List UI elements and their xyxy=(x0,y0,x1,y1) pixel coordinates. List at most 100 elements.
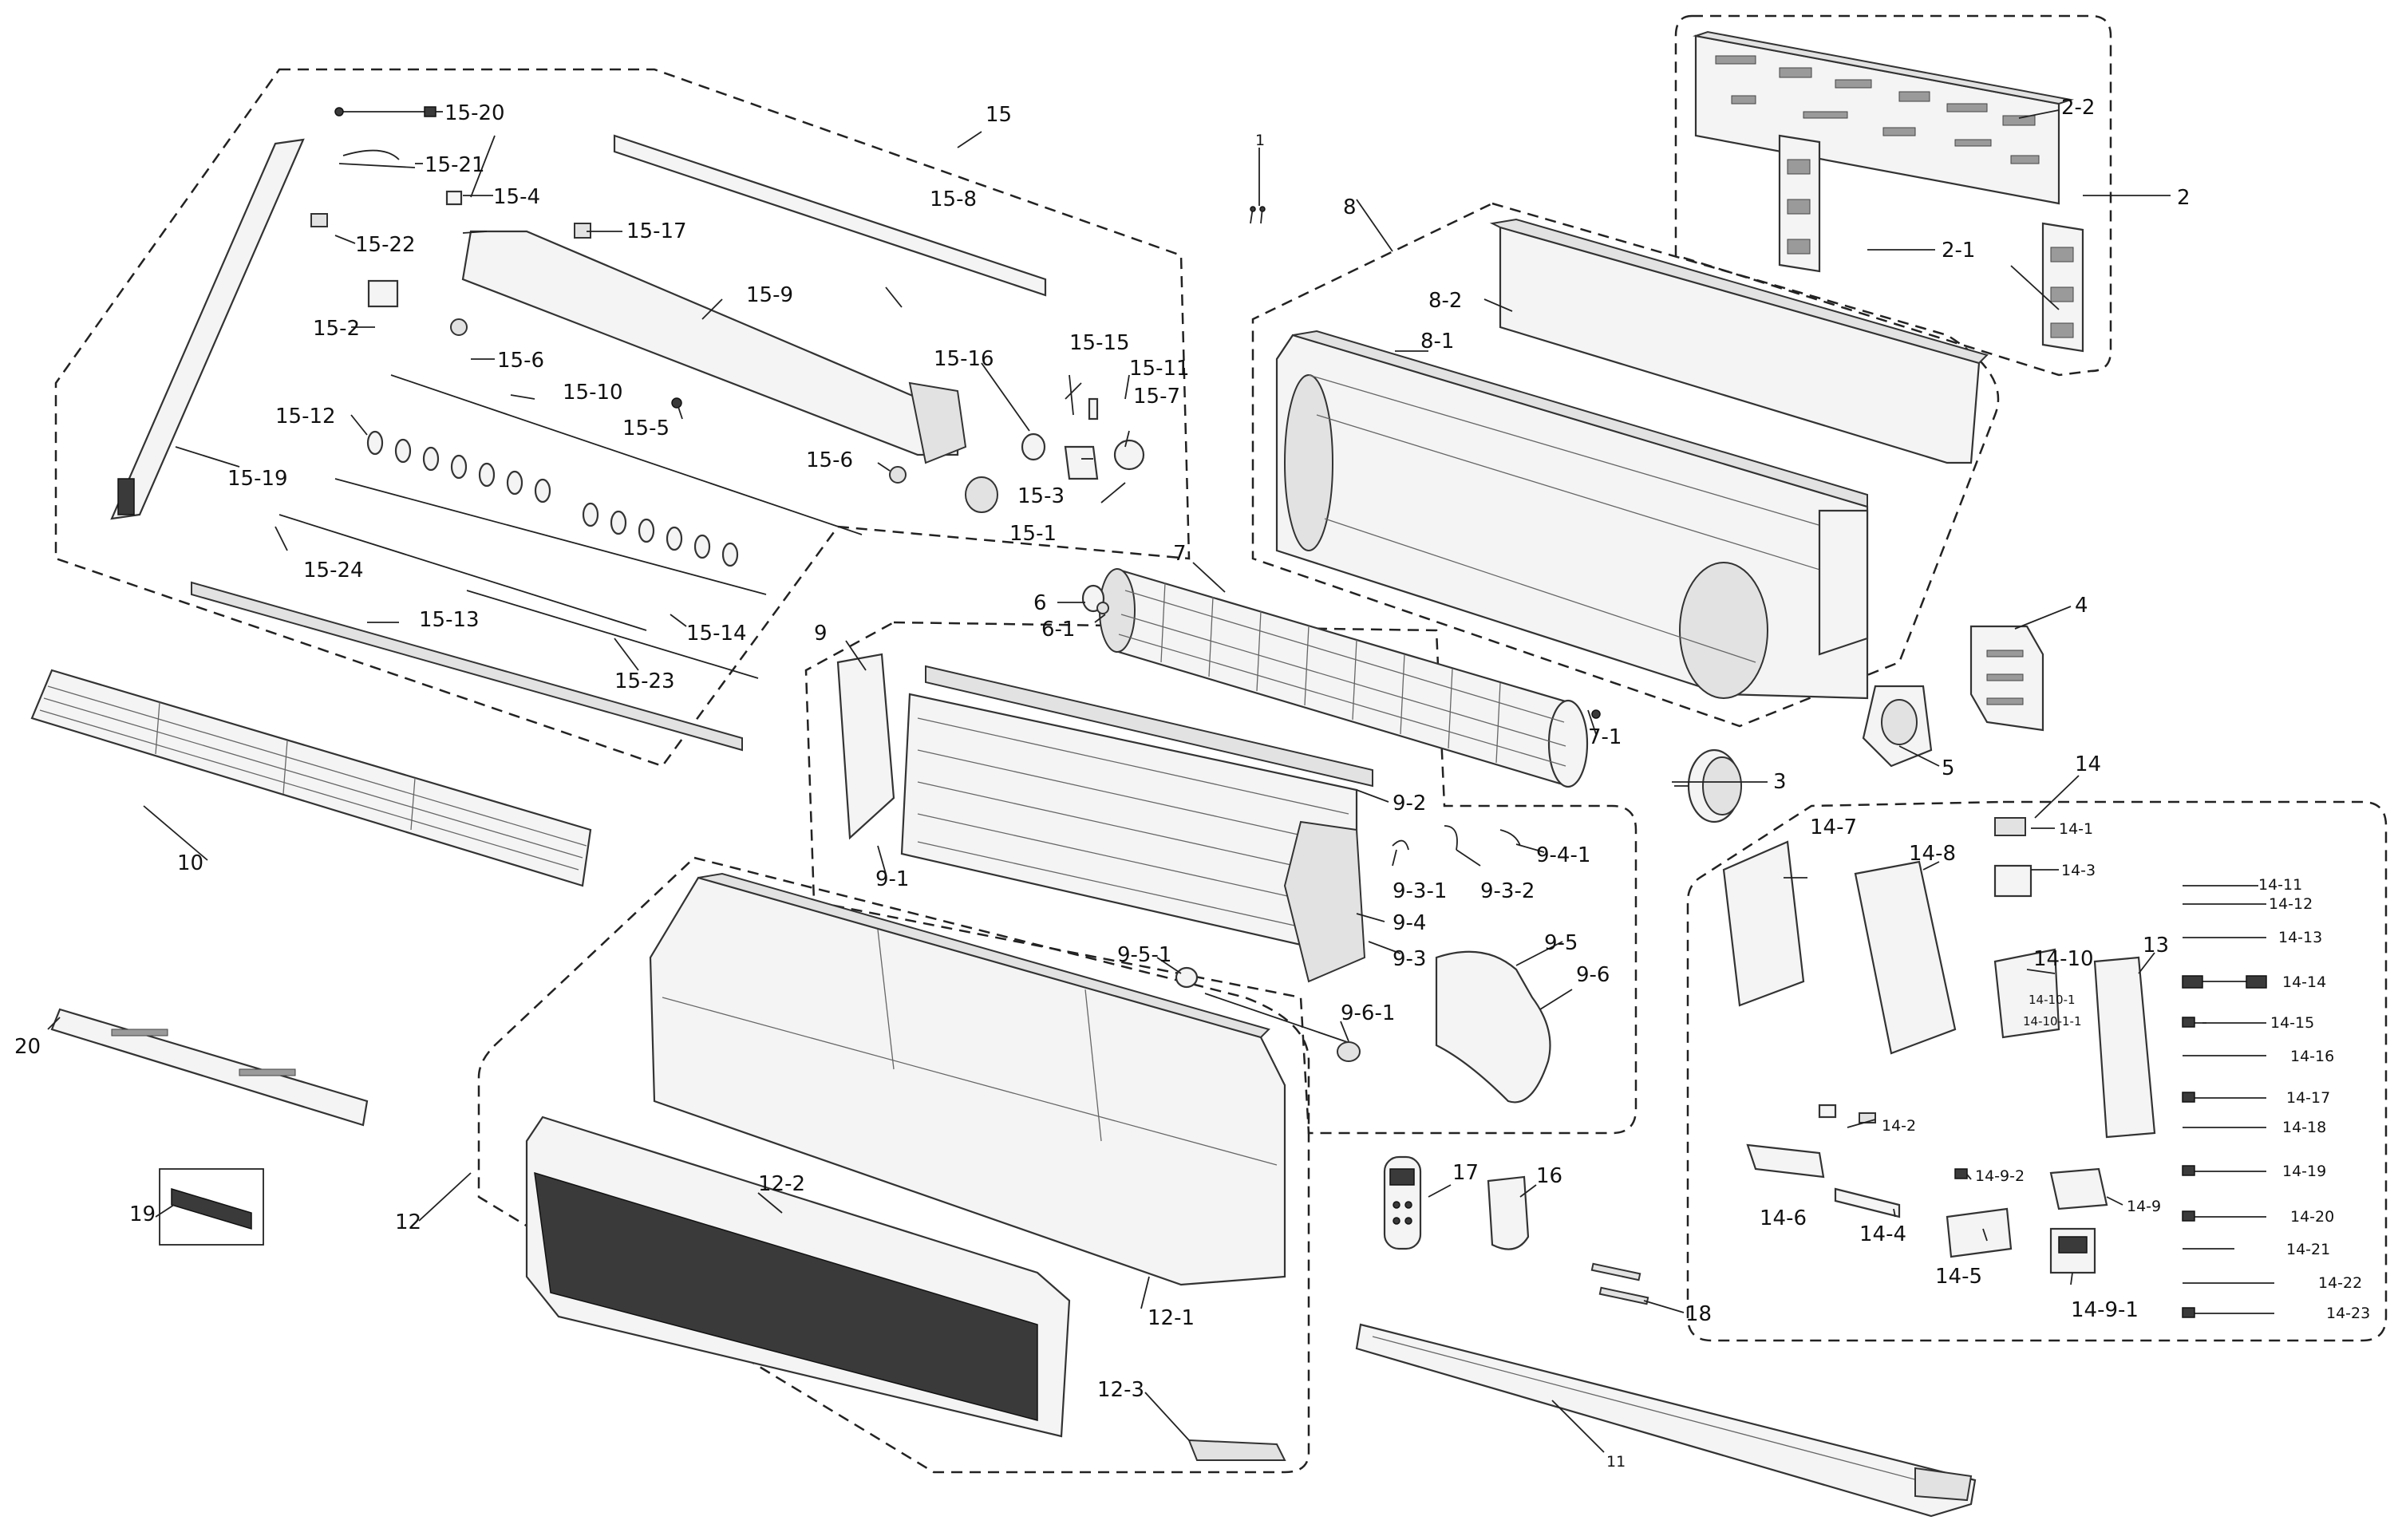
label-14-13: 14-13 xyxy=(2278,929,2322,946)
wire-harnesses xyxy=(2183,885,2274,1314)
label-15-3: 15-3 xyxy=(1017,484,1065,508)
louver-blades xyxy=(366,430,739,567)
label-9-3-1: 9-3-1 xyxy=(1393,879,1447,903)
label-14-21: 14-21 xyxy=(2286,1241,2330,1258)
label-9-1: 9-1 xyxy=(875,867,909,891)
label-20: 20 xyxy=(14,1035,41,1059)
label-14-15: 14-15 xyxy=(2270,1014,2314,1032)
label-16: 16 xyxy=(1536,1164,1562,1188)
remote-and-holder xyxy=(1383,1155,1649,1305)
label-5: 5 xyxy=(1942,756,1955,780)
label-12-1: 12-1 xyxy=(1148,1306,1195,1330)
label-9-5: 9-5 xyxy=(1544,931,1578,955)
label-14-20: 14-20 xyxy=(2290,1208,2334,1226)
label-14-9-1: 14-9-1 xyxy=(2071,1298,2139,1322)
label-12-2: 12-2 xyxy=(758,1172,805,1196)
label-9-3: 9-3 xyxy=(1393,947,1426,971)
label-15-13: 15-13 xyxy=(419,608,480,632)
electrical-parts-right xyxy=(1591,625,2044,823)
label-9-6: 9-6 xyxy=(1576,963,1610,987)
group-8-outline xyxy=(1251,202,2000,728)
label-14-10-1: 14-10-1 xyxy=(2029,993,2076,1007)
label-8-2: 8-2 xyxy=(1428,289,1462,313)
label-15-24: 15-24 xyxy=(303,559,364,582)
label-10: 10 xyxy=(177,851,203,875)
label-15-15: 15-15 xyxy=(1069,331,1130,355)
label-17: 17 xyxy=(1452,1161,1479,1185)
label-2-2: 2-2 xyxy=(2061,96,2095,120)
label-15-6b: 15-6 xyxy=(806,448,853,472)
label-14-19: 14-19 xyxy=(2282,1163,2326,1180)
label-12-3: 12-3 xyxy=(1097,1378,1144,1402)
label-4: 4 xyxy=(2075,594,2088,618)
main-chassis xyxy=(1275,218,1989,700)
label-14: 14 xyxy=(2075,752,2101,776)
label-9-4-1: 9-4-1 xyxy=(1536,843,1590,867)
label-9-6-1: 9-6-1 xyxy=(1341,1001,1395,1025)
installation-plate xyxy=(1693,30,2084,353)
label-15-22: 15-22 xyxy=(355,233,416,257)
control-box-parts xyxy=(1722,817,2274,1318)
label-14-5: 14-5 xyxy=(1935,1265,1982,1289)
label-2: 2 xyxy=(2177,186,2191,210)
leader-lines xyxy=(47,109,2206,1453)
label-15-7: 15-7 xyxy=(1133,385,1180,409)
label-14-14: 14-14 xyxy=(2282,973,2326,991)
label-14-16: 14-16 xyxy=(2290,1048,2334,1065)
label-14-9-2: 14-9-2 xyxy=(1975,1167,2025,1185)
label-15-9: 15-9 xyxy=(746,283,793,307)
label-14-12: 14-12 xyxy=(2269,895,2313,913)
label-9-5-1: 9-5-1 xyxy=(1117,943,1171,967)
label-9: 9 xyxy=(814,622,828,646)
front-panel xyxy=(525,872,1286,1461)
label-9-2: 9-2 xyxy=(1393,792,1426,815)
label-14-17: 14-17 xyxy=(2286,1089,2330,1107)
label-11: 11 xyxy=(1606,1453,1626,1471)
group-14-outline xyxy=(1686,800,2388,1342)
label-1: 1 xyxy=(1255,132,1265,149)
label-15-21: 15-21 xyxy=(425,153,485,177)
label-15-1: 15-1 xyxy=(1009,522,1057,546)
label-15-16: 15-16 xyxy=(934,347,994,371)
front-grille-10 xyxy=(30,669,592,887)
label-14-6: 14-6 xyxy=(1760,1206,1807,1230)
label-6: 6 xyxy=(1033,591,1047,615)
label-9-3-2: 9-3-2 xyxy=(1480,879,1535,903)
label-14-4: 14-4 xyxy=(1859,1222,1906,1246)
bottom-tray xyxy=(1355,1323,1977,1518)
group-9-outline xyxy=(804,621,1637,1135)
label-15: 15 xyxy=(986,103,1012,127)
label-14-11: 14-11 xyxy=(2258,876,2302,894)
label-14-3: 14-3 xyxy=(2061,862,2096,879)
callout-labels: 1 2 2-2 2-1 3 4 5 6 6-1 7 7-1 8 8-2 8-1 … xyxy=(14,96,2370,1471)
label-15-20: 15-20 xyxy=(444,101,505,125)
label-7: 7 xyxy=(1173,542,1187,566)
label-15-23: 15-23 xyxy=(614,669,675,693)
label-19: 19 xyxy=(129,1202,156,1226)
label-15-11: 15-11 xyxy=(1129,357,1190,381)
label-18: 18 xyxy=(1685,1302,1712,1326)
group-12-outline xyxy=(477,856,1310,1474)
label-6-1: 6-1 xyxy=(1041,618,1075,642)
label-15-5: 15-5 xyxy=(622,417,670,440)
label-14-10-1-1: 14-10-1-1 xyxy=(2023,1014,2082,1029)
evaporator xyxy=(836,653,1551,1104)
label-7-1: 7-1 xyxy=(1588,725,1622,749)
label-3: 3 xyxy=(1773,770,1787,794)
label-15-2: 15-2 xyxy=(313,317,360,341)
label-15-6a: 15-6 xyxy=(497,349,544,373)
part-graphics xyxy=(30,30,2274,1518)
label-15-8: 15-8 xyxy=(930,188,977,211)
label-13: 13 xyxy=(2143,934,2169,958)
label-9-4: 9-4 xyxy=(1393,911,1426,935)
part-20-and-19 xyxy=(50,1008,369,1246)
label-14-23: 14-23 xyxy=(2326,1305,2370,1322)
cross-flow-fan xyxy=(1081,568,1589,788)
label-14-22: 14-22 xyxy=(2318,1274,2362,1292)
label-15-10: 15-10 xyxy=(563,381,623,405)
label-2-1: 2-1 xyxy=(1942,239,1975,263)
label-15-17: 15-17 xyxy=(626,219,687,243)
group-2-outline xyxy=(1674,14,2112,377)
label-15-19: 15-19 xyxy=(227,467,288,491)
